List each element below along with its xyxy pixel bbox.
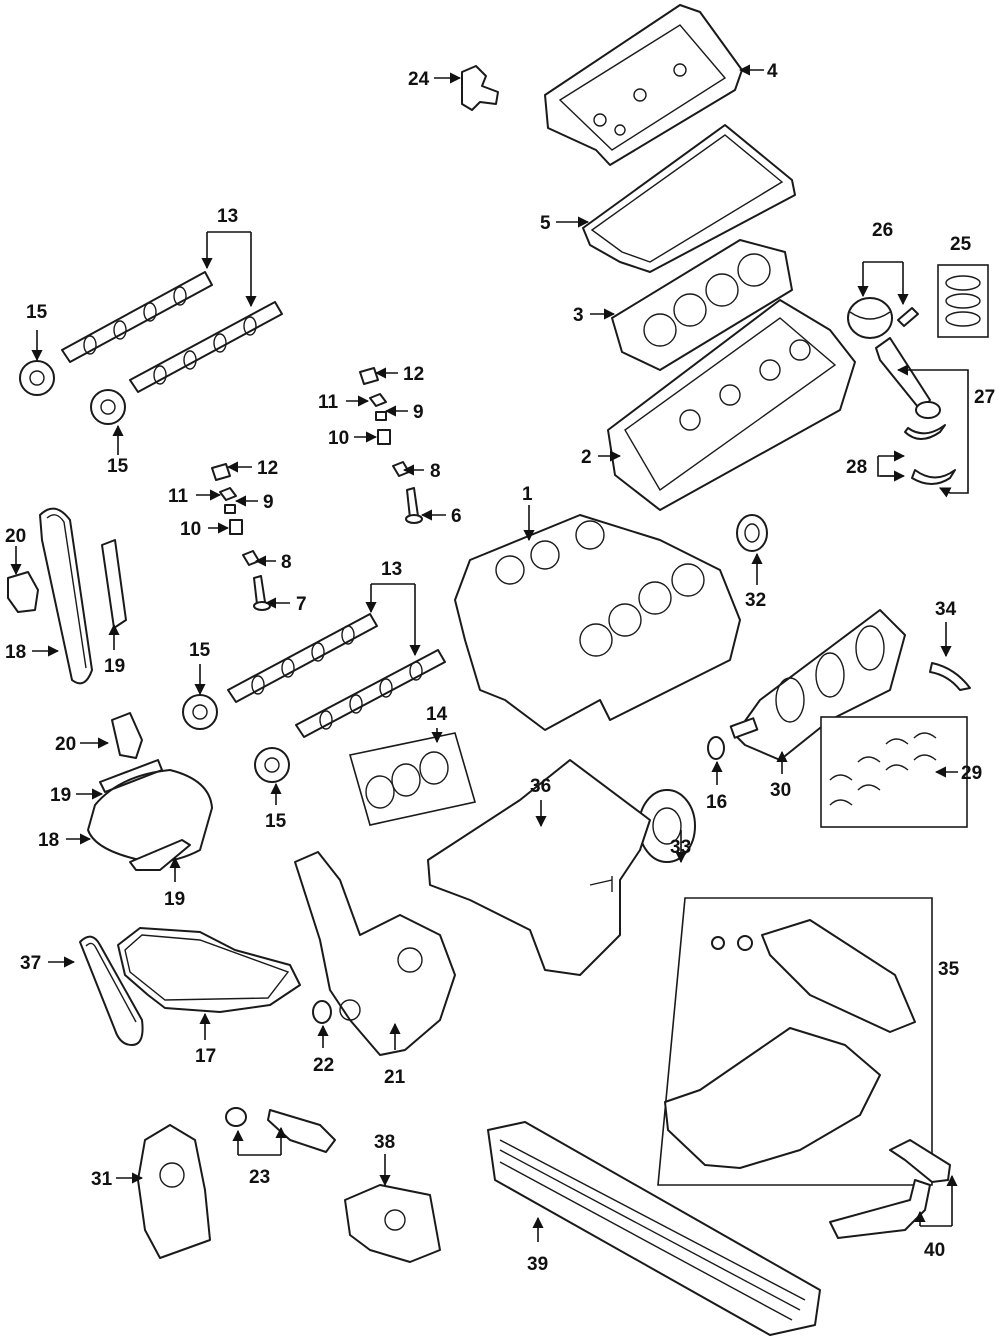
- callout-1: 1: [522, 484, 533, 505]
- callout-10-left: 10: [180, 519, 201, 540]
- sensor-part-23[interactable]: [225, 1107, 336, 1153]
- callout-14: 14: [426, 704, 448, 725]
- callout-29: 29: [961, 763, 982, 784]
- callout-9-right: 9: [413, 402, 424, 423]
- valvetrain-left-group[interactable]: [211, 463, 271, 611]
- pump-part-38[interactable]: [344, 1184, 441, 1263]
- thrust-washer-part-34[interactable]: [929, 662, 971, 691]
- callout-7: 7: [296, 594, 307, 615]
- callout-25: 25: [950, 234, 972, 255]
- callout-12-left: 12: [257, 458, 278, 479]
- callout-17: 17: [195, 1046, 216, 1067]
- callout-32: 32: [745, 590, 766, 611]
- valvetrain-right-group[interactable]: [359, 367, 423, 524]
- callout-15-a: 15: [26, 302, 48, 323]
- callout-13-upper: 13: [217, 206, 238, 227]
- engine-block-part-1[interactable]: [454, 514, 741, 731]
- chain-guide-lower-b-part-19[interactable]: [129, 839, 191, 871]
- timing-chain-lower-part-18[interactable]: [87, 769, 213, 863]
- callout-5: 5: [540, 213, 551, 234]
- sensor-part-24[interactable]: [461, 65, 499, 111]
- callout-31: 31: [91, 1169, 113, 1190]
- callout-19-lower-a: 19: [50, 785, 71, 806]
- callout-28: 28: [846, 457, 867, 478]
- callout-27: 27: [974, 387, 995, 408]
- gasket-part-17[interactable]: [117, 927, 301, 1013]
- callout-9-left: 9: [263, 492, 274, 513]
- valve-cover-gasket-part-5[interactable]: [582, 124, 796, 273]
- camshaft-upper-a-part-13[interactable]: [61, 271, 213, 363]
- hoses-part-40[interactable]: [829, 1139, 951, 1239]
- callout-30: 30: [770, 780, 791, 801]
- timing-chain-upper-part-18[interactable]: [39, 507, 93, 685]
- piston-rings-part-25[interactable]: [937, 264, 989, 338]
- leader-lines: [10, 64, 969, 1242]
- callout-15-b: 15: [107, 456, 129, 477]
- camshaft-upper-b-part-13[interactable]: [129, 301, 283, 393]
- callout-38: 38: [374, 1132, 395, 1153]
- callout-16: 16: [706, 792, 727, 813]
- connecting-rod-part-27[interactable]: [875, 337, 956, 485]
- camshaft-lower-b-part-13[interactable]: [295, 649, 446, 738]
- rings-part-14[interactable]: [348, 732, 477, 826]
- callout-15-c: 15: [189, 640, 211, 661]
- callout-labels: 24 4 5 26 25 3 2 27 28 13 15 15 12 11 9 …: [5, 61, 995, 1275]
- crank-seal-part-16[interactable]: [707, 736, 725, 760]
- callout-10-right: 10: [328, 428, 349, 449]
- callout-35: 35: [938, 959, 960, 980]
- callout-40: 40: [924, 1240, 945, 1261]
- callout-8-right: 8: [430, 461, 441, 482]
- cam-sprocket-a-part-15[interactable]: [19, 360, 55, 396]
- crankshaft-part-30[interactable]: [729, 609, 906, 761]
- callout-22: 22: [313, 1055, 334, 1076]
- valve-cover-part-4[interactable]: [544, 4, 743, 166]
- oil-cooler-part-39[interactable]: [487, 1121, 821, 1336]
- callout-13-lower: 13: [381, 559, 402, 580]
- head-gasket-part-3[interactable]: [611, 239, 793, 371]
- seal-part-32[interactable]: [736, 514, 768, 552]
- water-pump-part-31[interactable]: [137, 1124, 211, 1259]
- callout-12-right: 12: [403, 364, 424, 385]
- callout-11-left: 11: [168, 486, 189, 507]
- cylinder-head-part-2[interactable]: [607, 299, 856, 511]
- seal-part-22[interactable]: [312, 1000, 332, 1024]
- cam-sprocket-c-part-15[interactable]: [182, 694, 218, 730]
- callout-34: 34: [935, 599, 957, 620]
- callout-20-upper: 20: [5, 526, 26, 547]
- callout-23: 23: [249, 1167, 270, 1188]
- chain-guide-lower-a-part-19[interactable]: [99, 759, 163, 793]
- front-cover-part-21[interactable]: [294, 851, 456, 1056]
- callout-33: 33: [670, 837, 691, 858]
- callout-2: 2: [581, 447, 592, 468]
- cam-sprocket-b-part-15[interactable]: [90, 389, 126, 425]
- tensioner-lower-part-20[interactable]: [111, 712, 143, 759]
- callout-20-lower: 20: [55, 734, 76, 755]
- callout-18-upper: 18: [5, 642, 26, 663]
- callout-19-upper: 19: [104, 656, 125, 677]
- piston-part-26[interactable]: [847, 297, 919, 339]
- callout-21: 21: [384, 1067, 406, 1088]
- callout-36: 36: [530, 776, 551, 797]
- camshaft-lower-a-part-13[interactable]: [227, 613, 378, 703]
- callout-8-left: 8: [281, 552, 292, 573]
- tensioner-upper-part-20[interactable]: [7, 571, 39, 613]
- cam-sprocket-d-part-15[interactable]: [254, 747, 290, 783]
- callout-37: 37: [20, 953, 41, 974]
- callout-26: 26: [872, 220, 893, 241]
- callout-6: 6: [451, 506, 462, 527]
- upper-oil-pan-part-36[interactable]: [427, 759, 651, 976]
- callout-15-d: 15: [265, 811, 287, 832]
- chain-guide-upper-part-19[interactable]: [101, 539, 127, 629]
- oil-pan-part-35[interactable]: [657, 897, 933, 1186]
- belt-part-37[interactable]: [79, 935, 144, 1046]
- callout-4: 4: [767, 61, 778, 82]
- callout-11-right: 11: [318, 392, 339, 413]
- callout-19-lower-b: 19: [164, 889, 185, 910]
- callout-39: 39: [527, 1254, 548, 1275]
- callout-24: 24: [408, 69, 430, 90]
- callout-3: 3: [573, 305, 584, 326]
- callout-18-lower: 18: [38, 830, 59, 851]
